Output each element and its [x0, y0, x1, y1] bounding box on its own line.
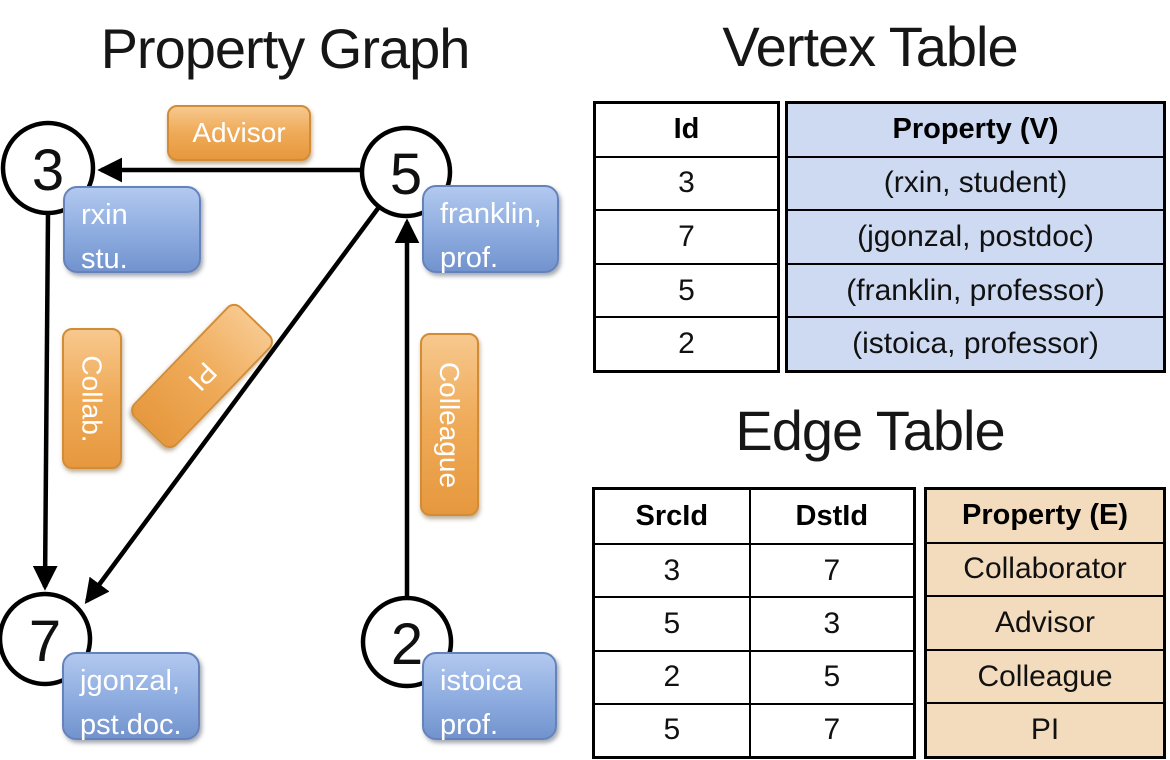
vertex-id-7: 7	[28, 609, 62, 674]
edge-table-dst-cell: 5	[748, 649, 913, 703]
edge-label-colleague: Colleague	[420, 333, 479, 516]
edge-table-src-cell: 3	[595, 543, 749, 596]
vertex-prop-line1: franklin,	[440, 198, 542, 230]
edge-table-dst-header: DstId	[748, 490, 913, 544]
vertex-table-id-column: Id 3 7 5 2	[593, 101, 780, 373]
vertex-prop-line1: jgonzal,	[80, 665, 180, 697]
vertex-prop-box-jgonzal: jgonzal, pst.doc.	[62, 652, 200, 741]
edge-table-dst-cell: 3	[748, 596, 913, 650]
vertex-table-id-cell: 2	[596, 316, 777, 370]
vertex-prop-line2: stu.	[81, 242, 128, 275]
vertex-prop-line1: istoica	[440, 665, 523, 697]
edge-table-property-column: Property (E) Collaborator Advisor Collea…	[924, 487, 1166, 759]
edge-label-colleague-text: Colleague	[434, 361, 466, 488]
edge-table-dst-cell: 7	[748, 543, 913, 597]
vertex-id-2: 2	[390, 612, 424, 677]
edge-collab-arrow	[32, 213, 58, 591]
vertex-table-property-header: Property (V)	[788, 104, 1163, 156]
edge-pi-arrow	[84, 205, 381, 604]
property-graph-panel: Property Graph 3 5 7 2 Advisor	[0, 17, 559, 741]
edge-table-property-header: Property (E)	[927, 490, 1163, 542]
edge-table-src-cell: 5	[595, 702, 749, 756]
edge-table-src-cell: 5	[595, 596, 749, 649]
vertex-table-title: Vertex Table	[722, 15, 1018, 78]
edge-table-title: Edge Table	[735, 399, 1005, 462]
edge-table-property-cell: Collaborator	[927, 541, 1163, 596]
property-graph-title: Property Graph	[100, 17, 471, 80]
vertex-table-id-cell: 7	[596, 209, 777, 263]
edge-label-collab-text: Collab.	[77, 354, 109, 443]
vertex-table-property-cell: (rxin, student)	[788, 155, 1163, 210]
edge-table-property-cell: Advisor	[927, 595, 1163, 649]
vertex-prop-line2: pst.doc.	[80, 708, 182, 741]
vertex-table-property-cell: (franklin, professor)	[788, 262, 1163, 317]
vertex-prop-box-rxin: rxin stu.	[63, 186, 201, 275]
edge-label-collab: Collab.	[62, 328, 122, 469]
edge-label-pi-text: PI	[182, 356, 223, 397]
vertex-table-property-cell: (jgonzal, postdoc)	[788, 209, 1163, 263]
edge-table-dst-cell: 7	[748, 702, 913, 756]
vertex-table-property-column: Property (V) (rxin, student) (jgonzal, p…	[785, 101, 1166, 373]
edge-table-src-cell: 2	[595, 649, 749, 703]
edge-table-id-columns: SrcId DstId 3 7 5 3 2 5 5 7	[592, 487, 916, 759]
edge-table-property-cell: PI	[927, 702, 1163, 756]
vertex-table-id-cell: 3	[596, 155, 777, 210]
edge-label-advisor: Advisor	[167, 105, 311, 161]
vertex-prop-box-franklin: franklin, prof.	[422, 185, 559, 274]
vertex-prop-line2: prof.	[440, 241, 499, 274]
vertex-prop-line1: rxin	[81, 199, 128, 231]
vertex-id-3: 3	[31, 138, 65, 203]
edge-table-src-header: SrcId	[635, 500, 709, 533]
vertex-table-property-cell: (istoica, professor)	[788, 316, 1163, 370]
vertex-prop-box-istoica: istoica prof.	[422, 652, 557, 741]
vertex-id-5: 5	[389, 142, 423, 207]
vertex-table-id-header: Id	[673, 113, 700, 146]
vertex-prop-line2: prof.	[440, 708, 499, 741]
edge-label-advisor-text: Advisor	[192, 117, 286, 148]
edge-table-property-cell: Colleague	[927, 648, 1163, 703]
vertex-table-id-cell: 5	[596, 262, 777, 317]
